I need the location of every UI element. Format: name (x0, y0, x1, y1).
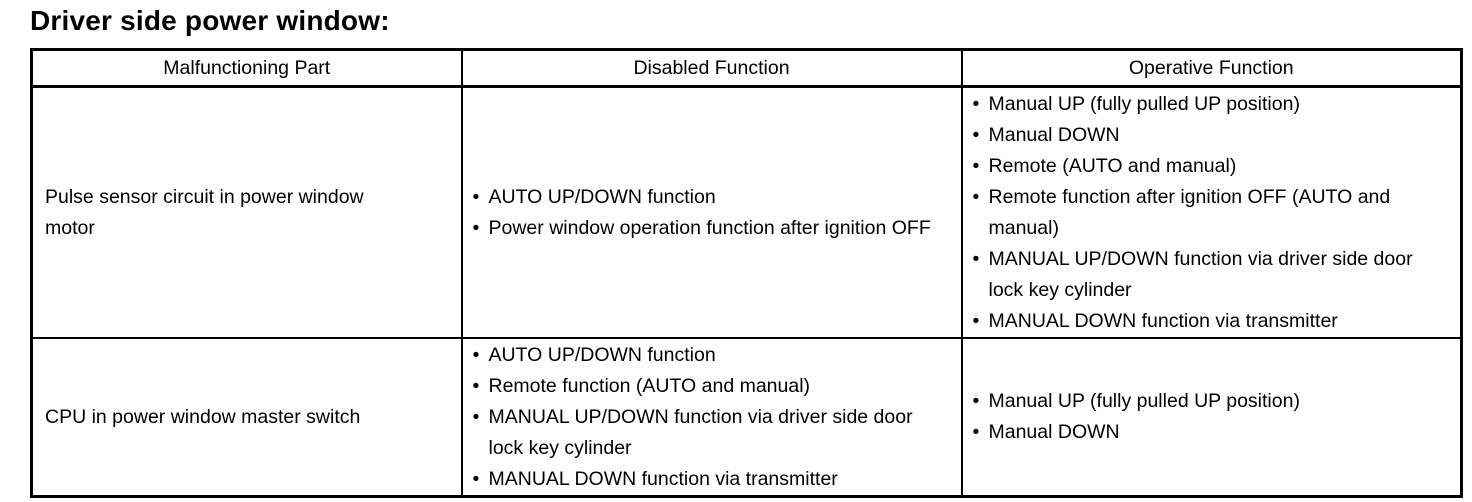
list-item: • MANUAL UP/DOWN function via driver sid… (473, 402, 955, 464)
list-item: • Remote function after ignition OFF (AU… (973, 182, 1455, 244)
list-item-text: Manual UP (fully pulled UP position) (988, 390, 1300, 412)
list-item: • AUTO UP/DOWN function (473, 340, 955, 371)
malfunctioning-part-cell: CPU in power window master switch (30, 337, 463, 498)
column-header-disabled-function: Disabled Function (460, 48, 963, 88)
list-item-text: Remote function (AUTO and manual) (488, 374, 811, 397)
list-item: • Manual DOWN (973, 120, 1455, 151)
list-item: • Manual UP (fully pulled UP position) (973, 89, 1455, 120)
list-item-text: Manual DOWN (988, 123, 1120, 146)
list-item: • Manual DOWN (973, 417, 1455, 448)
malfunctioning-part-text: Pulse sensor circuit in power window mot… (45, 185, 364, 239)
table-header-row: Malfunctioning Part Disabled Function Op… (30, 48, 1463, 88)
table-row-cpu-master-switch: CPU in power window master switch • AUTO… (30, 337, 1463, 498)
list-item: • Manual UP (fully pulled UP position) (973, 386, 1455, 417)
list-item-text: Power window operation function after ig… (488, 216, 931, 239)
disabled-function-cell: • AUTO UP/DOWN function • Power window o… (460, 85, 963, 339)
bullet-icon: • (972, 390, 980, 412)
list-item-text: AUTO UP/DOWN function (488, 185, 716, 208)
list-item-text: Remote (AUTO and manual) (988, 154, 1237, 177)
page-title: Driver side power window: (30, 5, 390, 36)
bullet-icon: • (972, 247, 980, 270)
bullet-icon: • (972, 92, 980, 115)
operative-function-cell: • Manual UP (fully pulled UP position) •… (960, 337, 1463, 498)
list-item: • MANUAL DOWN function via transmitter (473, 464, 955, 495)
list-item: • MANUAL UP/DOWN function via driver sid… (973, 244, 1455, 306)
power-window-function-table: Malfunctioning Part Disabled Function Op… (30, 48, 1463, 498)
malfunctioning-part-text: CPU in power window master switch (45, 405, 361, 428)
operative-function-cell: • Manual UP (fully pulled UP position) •… (960, 85, 1463, 339)
list-item: • Power window operation function after … (473, 213, 955, 244)
list-item-text: MANUAL UP/DOWN function via driver side … (488, 405, 913, 459)
bullet-icon: • (972, 154, 980, 177)
list-item: • MANUAL DOWN function via transmitter (973, 306, 1455, 337)
list-item-text: Manual UP (fully pulled UP position) (988, 92, 1300, 115)
list-item-text: MANUAL DOWN function via transmitter (488, 467, 838, 490)
list-item-text: Remote function after ignition OFF (AUTO… (988, 185, 1391, 239)
column-header-malfunctioning-part: Malfunctioning Part (30, 48, 463, 88)
bullet-icon: • (472, 374, 480, 397)
list-item-text: Manual DOWN (988, 421, 1120, 443)
bullet-icon: • (472, 405, 480, 428)
bullet-icon: • (972, 185, 980, 208)
table-row-pulse-sensor: Pulse sensor circuit in power window mot… (30, 85, 1463, 339)
bullet-icon: • (972, 123, 980, 146)
bullet-icon: • (472, 467, 480, 490)
list-item: • Remote function (AUTO and manual) (473, 371, 955, 402)
list-item: • Remote (AUTO and manual) (973, 151, 1455, 182)
column-header-operative-function: Operative Function (960, 48, 1463, 88)
list-item-text: MANUAL UP/DOWN function via driver side … (988, 247, 1413, 301)
bullet-icon: • (972, 421, 980, 443)
list-item-text: MANUAL DOWN function via transmitter (988, 309, 1338, 332)
bullet-icon: • (472, 185, 480, 208)
bullet-icon: • (472, 216, 480, 239)
malfunctioning-part-cell: Pulse sensor circuit in power window mot… (30, 85, 463, 339)
bullet-icon: • (972, 309, 980, 332)
disabled-function-cell: • AUTO UP/DOWN function • Remote functio… (460, 337, 963, 498)
bullet-icon: • (472, 343, 480, 366)
list-item-text: AUTO UP/DOWN function (488, 343, 716, 366)
list-item: • AUTO UP/DOWN function (473, 182, 955, 213)
